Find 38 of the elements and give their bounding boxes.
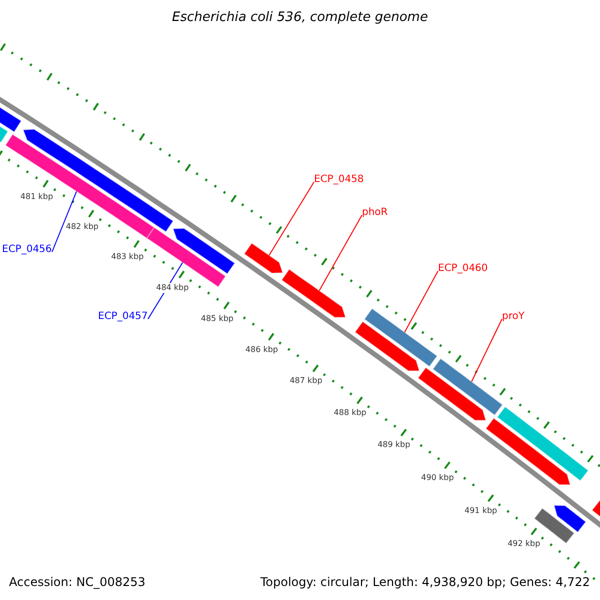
leader-line: [471, 318, 502, 382]
scale-label: 484 kbp: [156, 282, 189, 293]
gene-feature: [485, 418, 571, 486]
leader-line: [404, 270, 438, 333]
scale-label: 489 kbp: [378, 440, 410, 450]
scale-label: 485 kbp: [200, 314, 234, 324]
scale-label: 491 kbp: [464, 506, 498, 516]
gene-feature: [22, 128, 174, 232]
leader-line: [52, 190, 77, 252]
accession-text: Accession: NC_008253: [9, 575, 146, 589]
gene-label: phoR: [362, 207, 388, 219]
gene-feature: [172, 228, 236, 274]
title: Escherichia coli 536, complete genome: [171, 10, 429, 25]
gene-feature: [4, 134, 155, 239]
leader-line: [318, 214, 362, 292]
gene-label: ECP_0456: [2, 244, 52, 256]
gene-feature: [281, 268, 346, 318]
scale-label: 481 kbp: [20, 192, 54, 202]
gene-label: ECP_0460: [438, 263, 488, 275]
scale-label: 482 kbp: [66, 222, 98, 232]
scale-label: 488 kbp: [334, 408, 366, 418]
gene-feature: [354, 320, 420, 372]
leader-line: [268, 182, 314, 256]
gene-feature: [244, 242, 284, 274]
gene-feature: [432, 358, 504, 416]
scale-label: 486 kbp: [245, 344, 278, 355]
gene-feature: [553, 504, 587, 533]
scale-label: 490 kbp: [421, 473, 454, 484]
gene-label: ECP_0458: [314, 174, 364, 186]
gene-feature: [417, 366, 486, 421]
gene-feature: [496, 406, 589, 482]
scale-label: 492 kbp: [508, 539, 540, 550]
scale-label: 487 kbp: [290, 376, 322, 386]
gene-label: ECP_0457: [98, 311, 148, 323]
gene-label: proY: [502, 311, 524, 323]
gene-feature: [364, 308, 438, 368]
genome-summary-text: Topology: circular; Length: 4,938,920 bp; Genes: 4,722: [260, 575, 590, 589]
scale-label: 483 kbp: [111, 252, 144, 262]
